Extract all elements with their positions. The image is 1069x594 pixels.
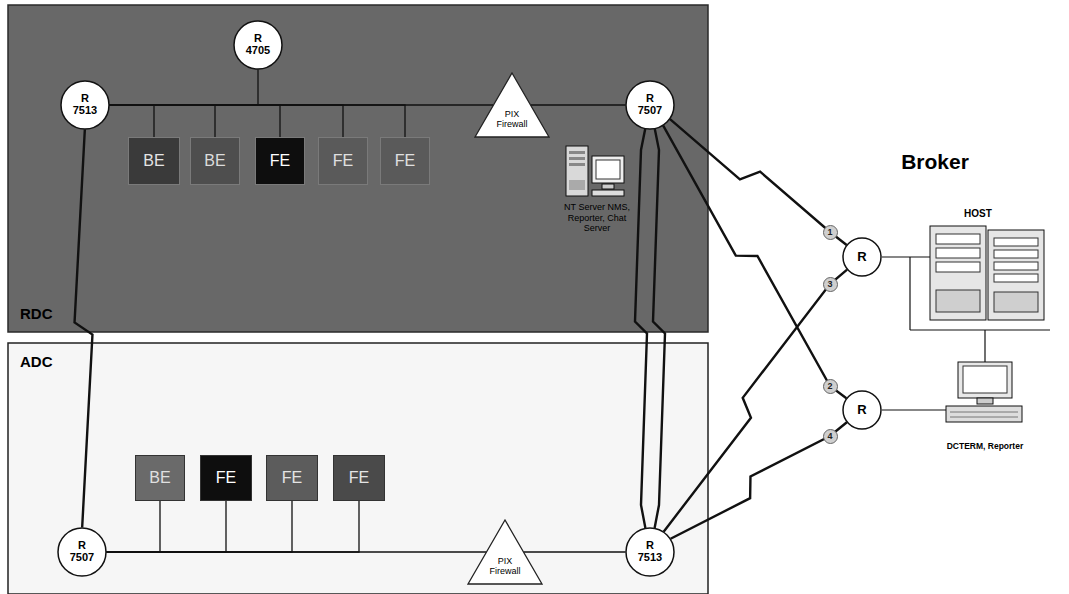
server-box: FE <box>266 455 318 501</box>
callout-number: 1 <box>823 225 838 240</box>
region-fill <box>8 5 708 332</box>
label-holder: 2 <box>823 379 838 394</box>
router-label: R <box>857 403 866 417</box>
router-label: R 7507 <box>633 93 667 116</box>
firewall-triangle-shape <box>475 73 549 137</box>
nt-server-icon <box>566 146 624 196</box>
label-holder: HOST <box>964 208 992 220</box>
router-circle-shape <box>626 81 674 129</box>
router-circle: R 7507 <box>57 527 107 577</box>
region-name: RDC <box>20 305 53 322</box>
router-label: R 7507 <box>65 540 99 563</box>
server-box: FE <box>380 137 430 185</box>
router-circle-shape <box>58 528 106 576</box>
router-circle-shape <box>234 21 282 69</box>
lan-link <box>110 105 155 137</box>
lan-link <box>107 501 293 552</box>
lan-link <box>110 70 259 106</box>
site-heading: Broker <box>901 150 969 174</box>
device-label: DCTERM, Reporter <box>947 442 1024 452</box>
lan-link <box>107 501 227 552</box>
host-server-icon <box>930 226 1044 320</box>
server-label: BE <box>204 152 225 170</box>
data-center-region: ADC BE FE FE FE R 7507PIX Firewall R 7513 <box>8 343 708 594</box>
callout-number: 4 <box>823 429 838 444</box>
lan-link <box>110 105 281 137</box>
router-circle: R 4705 <box>233 20 283 70</box>
label-holder: DCTERM, Reporter <box>947 442 1024 452</box>
server-label: FE <box>282 469 302 487</box>
lan-link <box>110 104 494 105</box>
wan-link <box>663 126 846 399</box>
wan-link <box>670 119 847 245</box>
wan-link <box>75 129 93 527</box>
router-circle: R <box>842 237 882 277</box>
firewall-label: PIX Firewall <box>492 110 532 130</box>
router-circle: R 7513 <box>60 80 110 130</box>
device-label: HOST <box>964 208 992 220</box>
router-circle-shape <box>626 528 674 576</box>
server-box: BE <box>190 137 240 185</box>
firewall-triangle: PIX Firewall <box>474 72 550 138</box>
terminal-icon <box>946 362 1022 422</box>
label-holder: Broker <box>901 150 969 174</box>
lan-link <box>110 105 216 137</box>
server-box: FE <box>200 455 252 501</box>
region-name: ADC <box>20 353 53 370</box>
server-box: BE <box>135 455 185 501</box>
router-circle-shape <box>843 391 881 429</box>
router-label: R <box>857 250 866 264</box>
wan-link <box>635 129 647 528</box>
label-holder: 4 <box>823 429 838 444</box>
label-holder: NT Server NMS, Reporter, Chat Server <box>561 202 633 233</box>
lan-link <box>524 551 626 552</box>
lan-link <box>531 104 626 105</box>
server-box: FE <box>318 137 368 185</box>
region-fill <box>8 343 708 594</box>
label-holder: 1 <box>823 225 838 240</box>
server-label: FE <box>270 152 290 170</box>
lan-link <box>107 501 161 552</box>
router-circle-shape <box>843 238 881 276</box>
firewall-triangle: PIX Firewall <box>467 519 543 585</box>
lan-link <box>107 501 360 552</box>
wan-link <box>671 422 847 538</box>
router-circle-shape <box>61 81 109 129</box>
server-box: BE <box>128 137 180 185</box>
server-box: FE <box>333 455 385 501</box>
wan-link <box>653 129 665 528</box>
router-circle: R <box>842 390 882 430</box>
data-center-region: RDC R 4705 R 7513BE BE FE FE FE PIX Firewall R 7… <box>8 5 708 332</box>
label-holder: 3 <box>823 277 838 292</box>
router-circle: R 7507 <box>625 80 675 130</box>
lan-link <box>107 551 487 552</box>
lan-link <box>110 105 344 137</box>
router-circle: R 7513 <box>625 527 675 577</box>
firewall-label: PIX Firewall <box>485 557 525 577</box>
device-label: NT Server NMS, Reporter, Chat Server <box>561 202 633 233</box>
lan-link <box>110 105 406 137</box>
callout-number: 3 <box>823 277 838 292</box>
callout-number: 2 <box>823 379 838 394</box>
server-label: FE <box>216 469 236 487</box>
router-label: R 7513 <box>633 540 667 563</box>
router-label: R 7513 <box>68 93 102 116</box>
server-label: FE <box>395 152 415 170</box>
region-fills <box>8 5 708 594</box>
server-label: BE <box>149 469 170 487</box>
server-box: FE <box>255 137 305 185</box>
server-label: BE <box>143 152 164 170</box>
router-label: R 4705 <box>241 33 275 56</box>
firewall-triangle-shape <box>468 520 542 584</box>
server-label: FE <box>349 469 369 487</box>
server-label: FE <box>333 152 353 170</box>
wan-link <box>664 270 847 532</box>
